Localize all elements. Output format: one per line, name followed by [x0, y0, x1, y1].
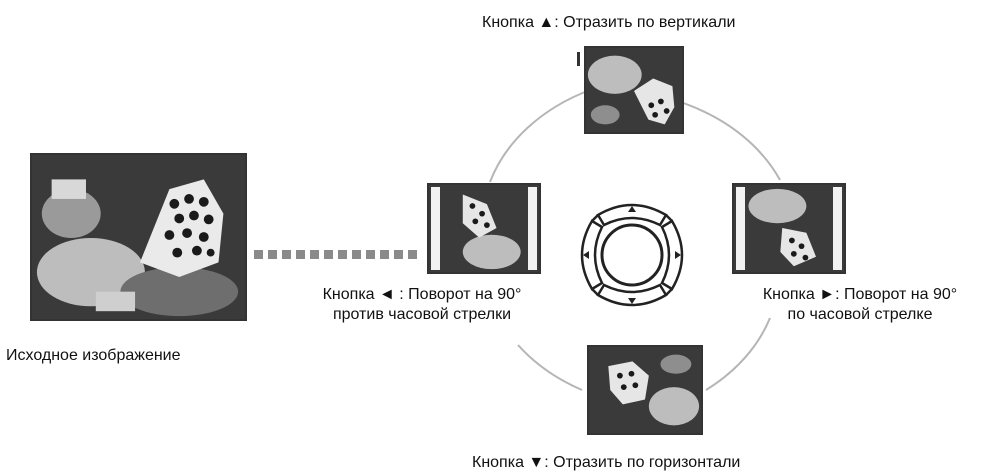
label-rotate-cw-line2: по часовой стрелке	[787, 306, 933, 323]
ccw-right-bar	[528, 187, 537, 270]
thumbnail-flip-vertical	[584, 46, 684, 134]
thumbnail-flip-horizontal	[587, 345, 703, 435]
label-rotate-cw-line1: Кнопка ►: Поворот на 90°	[762, 286, 958, 303]
controller-left-button[interactable]	[580, 219, 604, 291]
cw-right-bar	[833, 187, 842, 270]
controller-up-button[interactable]	[596, 203, 668, 227]
rotation-arc-bottom-left	[517, 344, 583, 391]
rotation-arc-bottom-right	[705, 317, 771, 391]
triangle-down-icon	[628, 298, 636, 304]
label-source-image: Исходное изображение	[6, 347, 181, 364]
label-rotate-ccw: Кнопка ◄ : Поворот на 90° против часовой…	[286, 285, 558, 325]
controller-center-ring	[600, 223, 664, 287]
label-flip-vertical: Кнопка ▲: Отразить по вертикали	[482, 14, 736, 31]
top-tick	[577, 52, 580, 66]
thumbnail-rotate-cw	[732, 183, 846, 274]
source-image	[30, 153, 247, 321]
controller-outline	[591, 214, 673, 296]
triangle-right-icon	[675, 251, 681, 259]
ccw-left-bar	[431, 187, 440, 270]
label-rotate-ccw-line1: Кнопка ◄ : Поворот на 90°	[322, 286, 522, 303]
label-flip-horizontal: Кнопка ▼: Отразить по горизонтали	[472, 454, 741, 471]
label-rotate-cw: Кнопка ►: Поворот на 90° по часовой стре…	[728, 285, 992, 325]
triangle-left-icon	[583, 251, 589, 259]
four-way-controller[interactable]	[580, 203, 684, 307]
thumbnail-rotate-ccw	[427, 183, 541, 274]
source-connector	[254, 250, 417, 259]
label-rotate-ccw-line2: против часовой стрелки	[332, 306, 512, 323]
cw-left-bar	[736, 187, 745, 270]
controller-right-button[interactable]	[660, 219, 684, 291]
controller-down-button[interactable]	[596, 283, 668, 307]
rotation-arc-top-left	[489, 89, 591, 183]
triangle-up-icon	[628, 206, 636, 212]
